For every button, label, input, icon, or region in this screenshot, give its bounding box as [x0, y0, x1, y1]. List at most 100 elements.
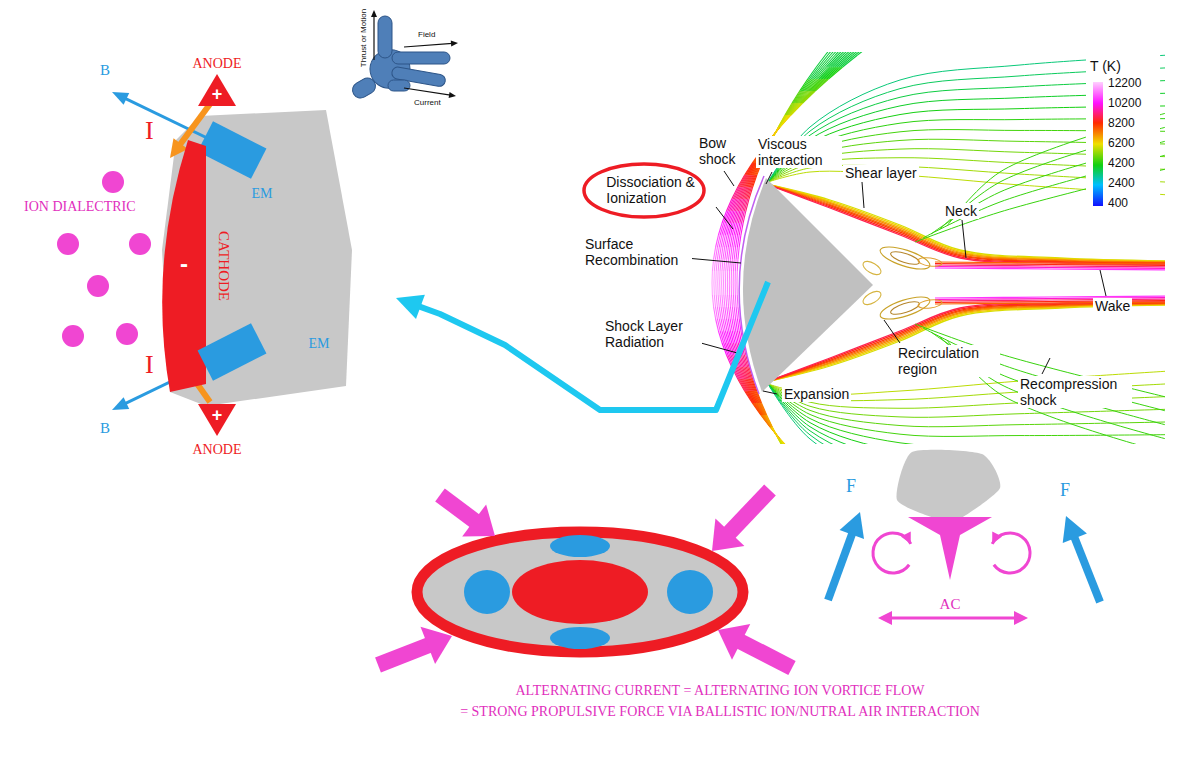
ion-jet — [908, 517, 992, 580]
magnetic-field-arrow-head — [112, 92, 129, 105]
shock-contour — [729, 295, 731, 307]
shock-contour — [800, 79, 808, 91]
shock-contour — [737, 259, 739, 271]
ion-inflow-arrow-head — [462, 504, 495, 536]
colorbar-ground — [1086, 52, 1160, 214]
capsule-body — [743, 178, 873, 392]
shock-contour — [801, 79, 809, 91]
shock-contour — [850, 52, 864, 55]
polarity-sign: - — [180, 250, 188, 278]
shock-contour — [731, 259, 733, 271]
shock-contour — [779, 439, 788, 444]
shock-contour — [713, 283, 714, 295]
scale-value: 4200 — [1108, 157, 1135, 171]
recirculation-contour — [889, 249, 920, 267]
shock-contour — [727, 307, 729, 319]
field-arrow — [404, 43, 452, 47]
thrust-arrow-head — [371, 10, 377, 17]
capsule-figure — [686, 52, 1160, 394]
anode-terminal: ANODE+ — [198, 404, 236, 436]
shock-contour — [727, 283, 728, 295]
shock-contour — [737, 295, 739, 307]
leader-line — [862, 182, 864, 208]
current-label: I — [145, 118, 154, 144]
shock-contour — [735, 283, 736, 295]
callout-label: Neck — [943, 203, 979, 219]
electromagnet-section — [550, 535, 610, 557]
callout-label: Dissociation & Ionization — [606, 174, 706, 206]
shock-contour — [730, 307, 731, 319]
vortex-figure — [828, 450, 1100, 625]
shock-contour — [808, 67, 817, 79]
force-label: F — [1060, 480, 1070, 501]
shock-contour — [730, 247, 731, 259]
shock-contour — [736, 271, 737, 283]
ion-particle — [129, 233, 151, 255]
surface-recombination-layer — [739, 176, 764, 394]
shock-contour — [785, 103, 792, 115]
force-label: F — [846, 476, 856, 497]
force-arrow-head — [840, 512, 864, 539]
shock-contour — [725, 295, 727, 307]
alternating-arrow — [889, 617, 1017, 620]
leader-line — [724, 171, 734, 186]
alternating-arrow-head — [878, 611, 892, 625]
ion-vortex-head — [992, 532, 1002, 544]
shock-contour — [713, 271, 714, 283]
shock-contour — [779, 115, 787, 127]
shock-contour — [771, 427, 780, 439]
electromagnet-section — [667, 570, 713, 614]
shock-contour — [746, 199, 749, 211]
cathode-shape — [162, 140, 206, 392]
shock-contour — [732, 247, 733, 259]
shock-contour — [741, 223, 743, 235]
temperature-contour — [939, 126, 1165, 230]
shock-contour — [766, 415, 772, 427]
shock-contour — [732, 307, 733, 319]
shock-contour — [738, 307, 739, 319]
scale-value: 400 — [1108, 197, 1128, 211]
callout-label: Wake — [1093, 298, 1132, 314]
shock-contour — [764, 415, 771, 427]
leader-line — [1100, 270, 1106, 296]
shock-contour — [779, 439, 786, 444]
shock-contour — [729, 247, 731, 259]
ion-vortex-head — [901, 532, 911, 544]
shock-contour — [772, 427, 779, 439]
shock-contour — [825, 52, 835, 55]
shock-contour — [735, 271, 736, 283]
axis-label: Field — [418, 30, 435, 39]
shock-contour — [753, 175, 757, 187]
shock-contour — [771, 427, 779, 439]
electromagnet-section — [464, 570, 510, 614]
axis-title: T (K) — [1090, 58, 1121, 74]
callout-label: Shock Layer Radiation — [603, 318, 702, 350]
electromagnet-block: EM — [192, 320, 272, 384]
shock-contour — [752, 175, 756, 187]
shock-contour — [727, 295, 729, 307]
ion-inflow-arrow — [378, 644, 433, 665]
shock-contour — [739, 235, 741, 247]
callout-label: Recirculation region — [896, 345, 1000, 377]
shock-contour — [717, 283, 718, 295]
rectangle-shape — [198, 323, 267, 381]
field-label: B — [100, 62, 110, 79]
shock-contour — [733, 295, 735, 307]
scale-value: 8200 — [1108, 117, 1135, 131]
ion-inflow-arrow — [440, 495, 478, 524]
callout-label: Viscous interaction — [756, 136, 842, 168]
shock-contour — [738, 247, 739, 259]
current-label: I — [145, 352, 154, 378]
shock-contour — [719, 271, 720, 283]
recirculation-contour — [918, 256, 943, 267]
signal-label: AC — [940, 596, 961, 613]
shock-contour — [770, 427, 779, 439]
shock-contour — [770, 427, 780, 439]
scale-value: 6200 — [1108, 137, 1135, 151]
shock-contour — [729, 307, 731, 319]
callout-label: Recompression shock — [1018, 376, 1132, 408]
shock-contour — [725, 307, 727, 319]
callout-label: Surface Recombination — [583, 236, 692, 268]
shock-contour — [723, 247, 725, 259]
temperature-contour — [935, 268, 1165, 270]
